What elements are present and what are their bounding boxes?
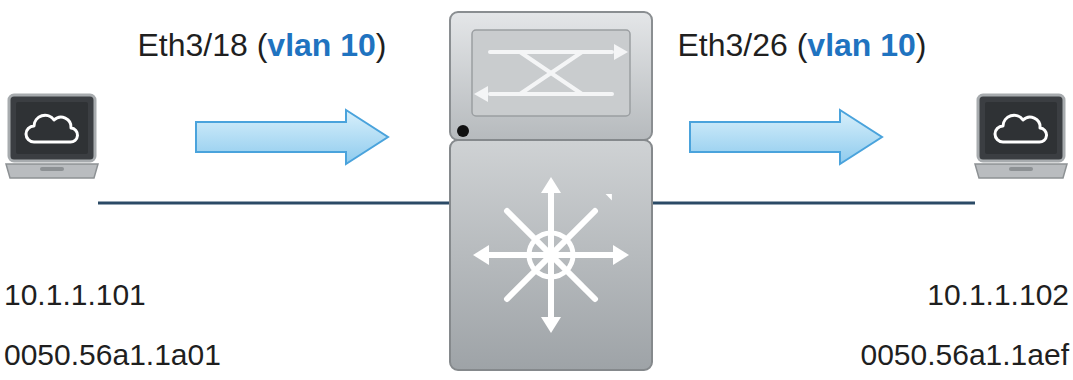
host-laptop: 10.1.1.101 0050.56a1.1a01 [4,92,221,373]
port-label: Eth3/18 (vlan 10) [137,26,386,64]
mac-address: 0050.56a1.1a01 [4,337,221,373]
switch-chassis [450,12,652,370]
ip-address: 10.1.1.102 [927,277,1069,313]
host-laptop: 10.1.1.102 0050.56a1.1aef [860,92,1069,373]
laptop-icon [4,92,100,184]
port-label: Eth3/26 (vlan 10) [677,26,926,64]
laptop-icon [973,92,1069,184]
ip-address: 10.1.1.101 [4,277,146,313]
flow-arrow [690,110,882,164]
mac-address: 0050.56a1.1aef [860,337,1069,373]
flow-arrow [196,110,388,164]
